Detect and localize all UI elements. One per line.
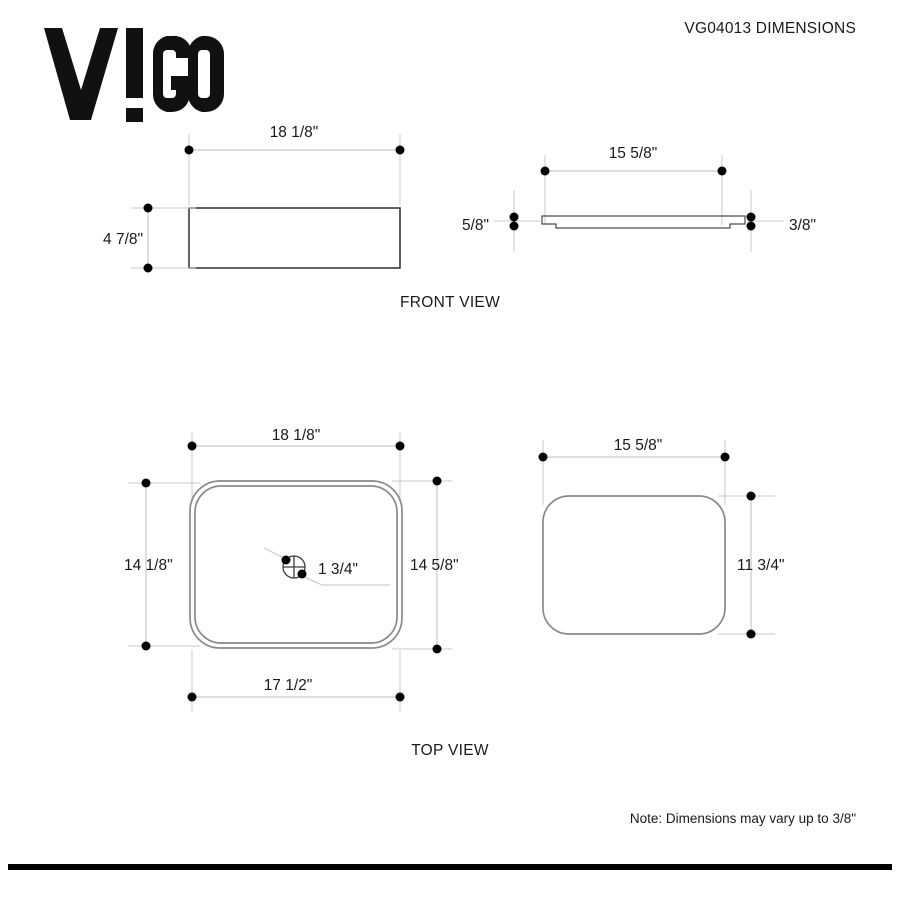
side-view-body	[541, 215, 746, 229]
dimension-dot	[746, 221, 756, 231]
dimension-dot	[509, 212, 519, 222]
dimension-dot	[395, 145, 405, 155]
dimension-dot	[184, 145, 194, 155]
top-outer-width-label: 18 1/8"	[272, 427, 321, 444]
top-left-height-label: 14 1/8"	[124, 557, 173, 574]
top-right-view-width-label: 15 5/8"	[614, 437, 663, 454]
side-left-thickness-label: 5/8"	[462, 217, 489, 234]
dimension-tolerance-note: Note: Dimensions may vary up to 3/8"	[629, 811, 856, 826]
dimension-dot	[187, 441, 197, 451]
dimension-dot	[143, 263, 153, 273]
dimension-dot	[141, 641, 151, 651]
front-view-body	[188, 207, 401, 269]
dimension-dot	[538, 452, 548, 462]
top-view-right-group: 15 5/8" 11 3/4"	[538, 437, 784, 639]
dimension-dot	[746, 491, 756, 501]
dimension-dot	[746, 629, 756, 639]
dimension-dot	[720, 452, 730, 462]
top-right-view-height-label: 11 3/4"	[737, 557, 784, 574]
top-view-right-body	[542, 495, 726, 635]
top-view-left-group: 18 1/8" 14 1/8" 14 5/8" 17 1/2"	[124, 427, 459, 712]
dimension-dot	[395, 441, 405, 451]
dimension-dot	[509, 221, 519, 231]
dimension-dot	[187, 692, 197, 702]
bottom-rule	[8, 864, 892, 870]
side-right-thickness-label: 3/8"	[789, 217, 816, 234]
top-view-inner-basin	[194, 485, 398, 644]
top-inner-width-label: 17 1/2"	[264, 677, 313, 694]
dimension-dot	[746, 212, 756, 222]
dimension-dot	[432, 476, 442, 486]
dimension-dot	[297, 569, 307, 579]
side-width-label: 15 5/8"	[609, 145, 658, 162]
front-view-group: 18 1/8" 4 7/8"	[103, 124, 405, 273]
side-view-group: 15 5/8" 5/8" 3/8"	[462, 145, 816, 252]
dimension-dot	[432, 644, 442, 654]
dimension-dot	[540, 166, 550, 176]
vigo-logo	[40, 24, 230, 124]
page-title: VG04013 DIMENSIONS	[684, 20, 856, 37]
front-width-label: 18 1/8"	[270, 124, 319, 141]
dimension-dot	[141, 478, 151, 488]
top-right-height-label: 14 5/8"	[410, 557, 459, 574]
drain-diameter-label: 1 3/4"	[318, 561, 358, 578]
dimension-dot	[395, 692, 405, 702]
dimension-dot	[143, 203, 153, 213]
front-view-caption: FRONT VIEW	[399, 294, 501, 311]
front-height-label: 4 7/8"	[103, 231, 143, 248]
dimension-dot	[717, 166, 727, 176]
top-view-caption: TOP VIEW	[411, 742, 489, 759]
top-view-outer-rim	[189, 480, 403, 649]
dimension-dot	[281, 555, 291, 565]
